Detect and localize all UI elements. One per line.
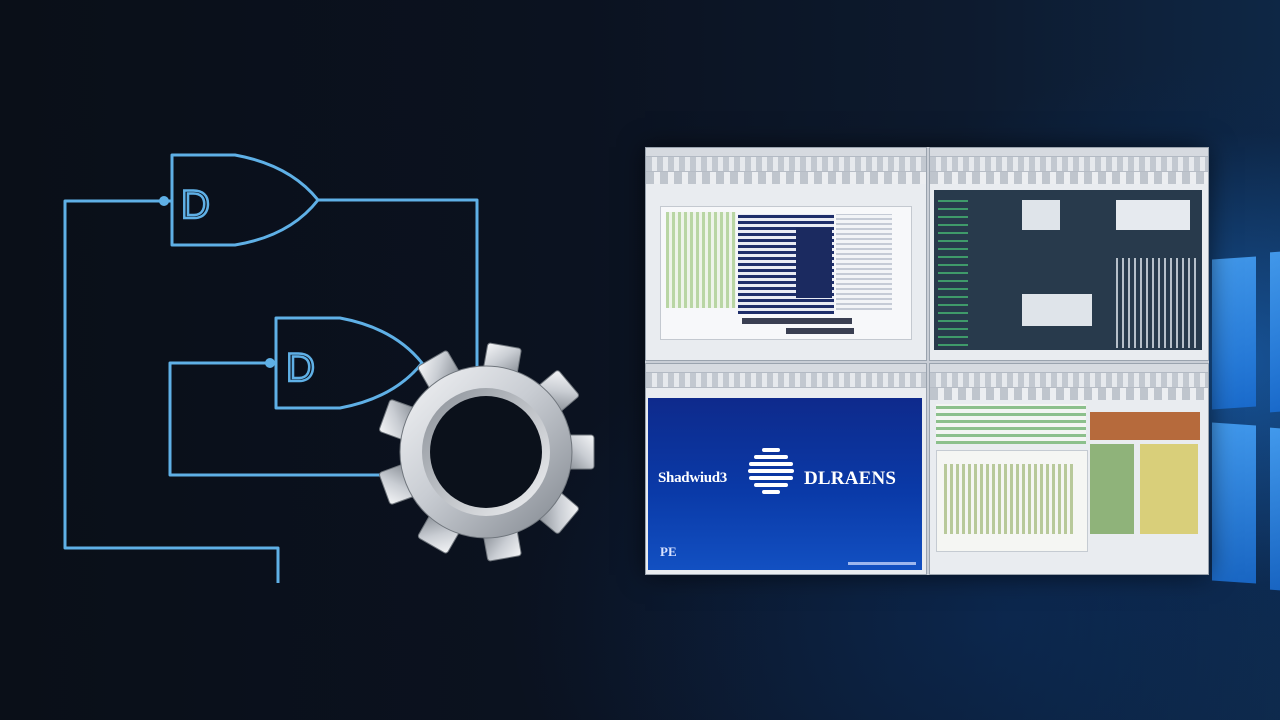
- and-gate-icon: [170, 153, 320, 247]
- wire: [168, 198, 479, 477]
- gear-icon: [379, 342, 595, 562]
- input-dot: [159, 196, 169, 206]
- window-panel-top-right: [929, 147, 1209, 361]
- globe-icon: [748, 448, 794, 506]
- splash-corner-text: PE: [660, 544, 677, 559]
- gate-top-label: D: [181, 183, 210, 227]
- splash-left-text: Shadwiud3: [658, 470, 728, 486]
- window-panel-bottom-right: [929, 363, 1209, 575]
- software-screenshot-collage: Shadwiud3 DLRAENS PE: [645, 147, 1209, 575]
- input-dot: [265, 358, 275, 368]
- and-gate-icon: [274, 316, 424, 410]
- window-panel-top-left: [645, 147, 927, 361]
- wire: [63, 199, 280, 583]
- splash-right-text: DLRAENS: [804, 468, 897, 489]
- splash-screen: Shadwiud3 DLRAENS PE: [648, 398, 922, 570]
- gate-bottom-label: D: [286, 346, 315, 390]
- window-panel-bottom-left: Shadwiud3 DLRAENS PE: [645, 363, 927, 575]
